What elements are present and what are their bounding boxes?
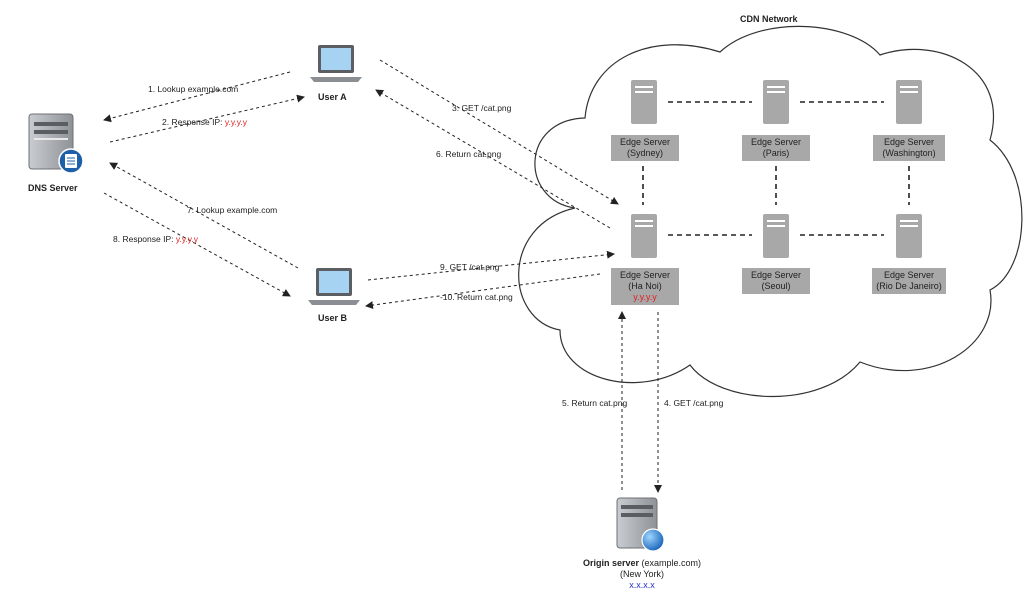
edge-server-label: Edge Server — [619, 137, 671, 147]
user-b-laptop-icon — [308, 268, 360, 305]
arrow-1-lookup — [103, 71, 291, 123]
edge-server-label: Edge Server — [750, 137, 802, 147]
edge-server-label: Edge Server — [883, 270, 935, 280]
rack-icons — [631, 80, 922, 258]
step-8-text: 8. Response IP: — [113, 234, 176, 244]
edge-server-label: Edge Server — [883, 137, 935, 147]
step-7-label: 7. Lookup example.com — [187, 205, 278, 215]
arrow-9-get — [367, 250, 615, 281]
edge-location: (Ha Noi) — [628, 281, 662, 291]
edge-server-seoul: Edge Server (Seoul) — [742, 268, 810, 294]
dns-server-icon — [28, 113, 84, 174]
origin-title-line: Origin server (example.com) — [560, 558, 724, 569]
step-8-label: 8. Response IP: y.y.y.y — [113, 234, 198, 244]
arrow-7-lookup — [109, 162, 299, 269]
step-5-label: 5. Return cat.png — [562, 398, 628, 408]
origin-title: Origin server — [582, 558, 639, 568]
origin-location: (New York) — [619, 569, 664, 579]
edge-server-label: Edge Server — [619, 270, 671, 280]
user-a-laptop-icon — [310, 45, 362, 82]
step-2-label: 2. Response IP: y.y.y.y — [162, 117, 247, 127]
step-3-label: 3. GET /cat.png — [452, 103, 512, 113]
edge-server-washington: Edge Server (Washington) — [873, 135, 945, 161]
cdn-network-title: CDN Network — [740, 14, 798, 24]
step-8-ip: y.y.y.y — [175, 234, 199, 244]
edge-location: (Sydney) — [626, 148, 663, 158]
edge-location: (Washington) — [882, 148, 936, 158]
origin-ip: x.x.x.x — [629, 580, 655, 590]
user-a-label: User A — [318, 92, 347, 102]
edge-server-label: Edge Server — [750, 270, 802, 280]
arrow-3-get — [379, 59, 619, 205]
origin-domain: (example.com) — [641, 558, 702, 568]
step-2-text: 2. Response IP: — [162, 117, 225, 127]
edge-server-paris: Edge Server (Paris) — [742, 135, 810, 161]
dns-server-label: DNS Server — [28, 183, 78, 193]
cdn-links — [642, 101, 910, 236]
edge-location: (Paris) — [762, 148, 790, 158]
edge-server-sydney: Edge Server (Sydney) — [611, 135, 679, 161]
step-1-label: 1. Lookup example.com — [148, 84, 239, 94]
step-2-ip: y.y.y.y — [224, 117, 248, 127]
user-b-label: User B — [318, 313, 348, 323]
edge-location: (Rio De Janeiro) — [876, 281, 942, 291]
origin-server-label: Origin server (example.com) (New York) x… — [560, 558, 724, 591]
step-4-label: 4. GET /cat.png — [664, 398, 724, 408]
step-9-label: 9. GET /cat.png — [440, 262, 500, 272]
origin-server-icon — [616, 497, 665, 552]
step-10-label: -10. Return cat.png — [440, 292, 513, 302]
step-6-label: 6. Return cat.png — [436, 149, 502, 159]
edge-server-hanoi: Edge Server (Ha Noi) y.y.y.y — [611, 268, 679, 305]
edge-server-rio: Edge Server (Rio De Janeiro) — [872, 268, 946, 294]
hanoi-ip: y.y.y.y — [633, 292, 657, 302]
edge-location: (Seoul) — [761, 281, 791, 291]
